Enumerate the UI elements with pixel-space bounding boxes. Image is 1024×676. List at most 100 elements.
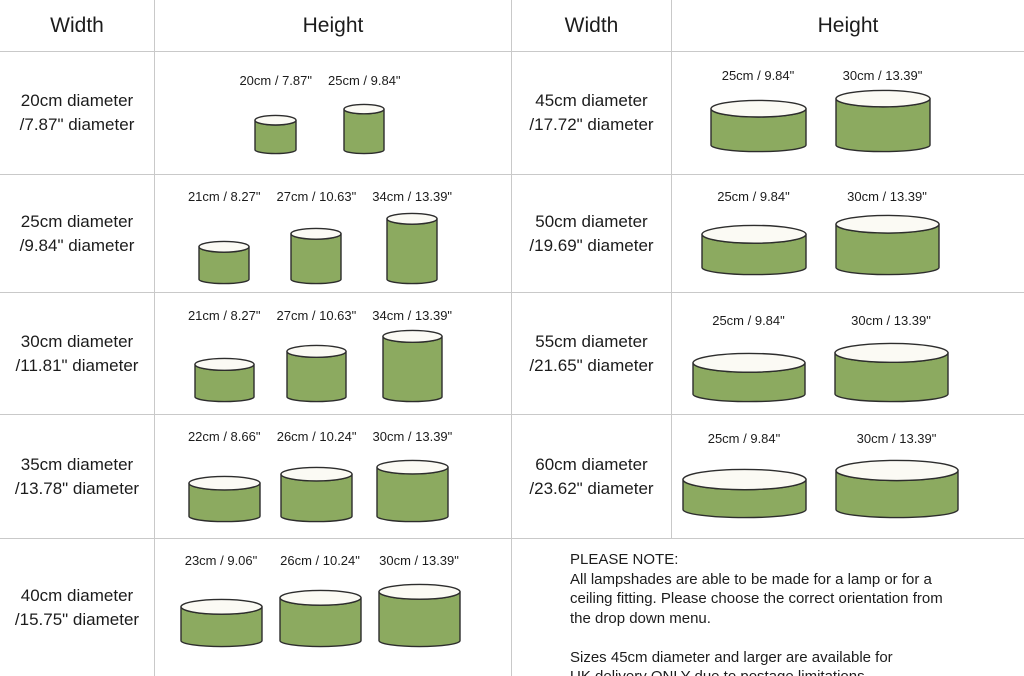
shade-height-label: 25cm / 9.84": [328, 73, 401, 88]
shade-height-label: 21cm / 8.27": [187, 189, 261, 204]
shade-figure: 26cm / 10.24": [277, 429, 357, 523]
shade-figure: 25cm / 9.84": [328, 73, 401, 155]
shade-height-label: 34cm / 13.39": [372, 189, 453, 204]
width-label: 20cm diameter/7.87" diameter: [20, 89, 135, 137]
lampshade-drum-drawing: [386, 212, 438, 285]
lampshade-drum-drawing: [700, 224, 807, 276]
lampshade-drum-drawing: [833, 342, 949, 403]
shade-figure: 25cm / 9.84": [691, 313, 806, 403]
note-cell: PLEASE NOTE: All lampshades are able to b…: [512, 539, 1024, 676]
header-width-left-label: Width: [50, 13, 104, 37]
lampshade-drum-drawing: [198, 240, 250, 285]
note-text-line: [570, 628, 1004, 648]
shade-height-label: 30cm / 13.39": [851, 313, 931, 328]
height-cell-left-1: 21cm / 8.27" 27cm / 10.63" 34cm / 13.39": [155, 175, 512, 293]
shade-figure: 27cm / 10.63": [276, 189, 356, 285]
width-label-line: /13.78" diameter: [14, 478, 140, 498]
header-height-right: Height: [672, 0, 1024, 52]
note-title: PLEASE NOTE:: [570, 551, 679, 568]
width-label-line: /11.81" diameter: [15, 355, 139, 375]
width-label-line: /23.62" diameter: [529, 478, 654, 498]
shade-figure: 21cm / 8.27": [187, 308, 261, 403]
lampshade-drum-drawing: [709, 99, 807, 153]
lampshade-drum-drawing: [280, 466, 353, 523]
note-text-line: Sizes 45cm diameter and larger are avail…: [570, 648, 893, 666]
height-cell-left-2: 21cm / 8.27" 27cm / 10.63" 34cm / 13.39": [155, 293, 512, 415]
header-width-right: Width: [512, 0, 672, 52]
lampshade-drum-drawing: [377, 583, 461, 648]
height-cell-right-0: 25cm / 9.84" 30cm / 13.39": [672, 52, 1024, 175]
width-label-line: /9.84" diameter: [19, 235, 135, 255]
width-label-line: /19.69" diameter: [529, 235, 654, 255]
lampshade-drum-drawing: [286, 344, 347, 403]
lampshade-drum-drawing: [254, 114, 297, 155]
shade-figure: 34cm / 13.39": [372, 189, 452, 285]
shade-figure: 27cm / 10.63": [276, 308, 356, 403]
shade-height-label: 27cm / 10.63": [276, 308, 357, 323]
shade-height-label: 30cm / 13.39": [856, 431, 937, 446]
note-text-line: All lampshades are able to be made for a…: [570, 570, 932, 588]
shade-figure: 23cm / 9.06": [179, 553, 263, 648]
shade-height-label: 30cm / 13.39": [372, 429, 453, 444]
shade-height-label: 30cm / 13.39": [842, 68, 923, 83]
shade-height-label: 34cm / 13.39": [372, 308, 453, 323]
shade-height-label: 25cm / 9.84": [707, 431, 781, 446]
shade-figure: 22cm / 8.66": [188, 429, 261, 523]
shade-height-label: 21cm / 8.27": [187, 308, 261, 323]
width-label-line: 30cm diameter: [20, 331, 134, 351]
width-label-line: 35cm diameter: [20, 454, 134, 474]
lampshade-drum-drawing: [290, 227, 343, 285]
lampshade-drum-drawing: [834, 214, 940, 276]
height-cell-right-3: 25cm / 9.84" 30cm / 13.39": [672, 415, 1024, 539]
width-label-line: 25cm diameter: [20, 211, 134, 231]
shade-figure: 25cm / 9.84": [700, 189, 807, 276]
lampshade-drum-drawing: [834, 459, 959, 519]
shade-height-label: 26cm / 10.24": [280, 553, 360, 568]
width-label-line: /15.75" diameter: [14, 609, 140, 629]
shade-figure: 26cm / 10.24": [278, 553, 362, 648]
header-height-right-label: Height: [817, 13, 879, 37]
shade-figure: 30cm / 13.39": [833, 313, 949, 403]
width-cell-left-0: 20cm diameter/7.87" diameter: [0, 52, 155, 175]
lampshade-drum-drawing: [834, 89, 931, 153]
lampshade-drum-drawing: [278, 589, 362, 648]
shade-figure: 30cm / 13.39": [834, 431, 959, 519]
lampshade-drum-drawing: [188, 475, 261, 523]
width-label: 50cm diameter/19.69" diameter: [529, 210, 653, 258]
shade-height-label: 25cm / 9.84": [721, 68, 795, 83]
header-height-left-label: Height: [302, 13, 364, 37]
width-cell-right-2: 55cm diameter/21.65" diameter: [512, 293, 672, 415]
shade-height-label: 30cm / 13.39": [847, 189, 927, 204]
shade-height-label: 20cm / 7.87": [239, 73, 312, 88]
width-label-line: 40cm diameter: [20, 585, 134, 605]
shade-figure: 21cm / 8.27": [187, 189, 261, 285]
shade-figure: 30cm / 13.39": [377, 553, 461, 648]
lampshade-drum-drawing: [376, 459, 449, 523]
width-cell-right-0: 45cm diameter/17.72" diameter: [512, 52, 672, 175]
width-label-line: 50cm diameter: [535, 211, 648, 231]
lampshade-drum-drawing: [343, 103, 385, 155]
width-label: 25cm diameter/9.84" diameter: [20, 210, 135, 258]
width-label-line: 55cm diameter: [535, 331, 648, 351]
width-label-line: 60cm diameter: [535, 454, 648, 474]
width-label: 30cm diameter/11.81" diameter: [16, 330, 139, 378]
height-cell-left-4: 23cm / 9.06" 26cm / 10.24" 30cm / 13.39": [155, 539, 512, 676]
lampshade-drum-drawing: [381, 329, 443, 403]
shade-height-label: 25cm / 9.84": [712, 313, 785, 328]
width-label-line: /21.65" diameter: [529, 355, 654, 375]
shade-figure: 20cm / 7.87": [239, 73, 312, 155]
width-label: 60cm diameter/23.62" diameter: [529, 453, 653, 501]
width-label-line: /17.72" diameter: [529, 115, 654, 134]
width-label: 45cm diameter/17.72" diameter: [529, 89, 653, 137]
lampshade-drum-drawing: [691, 352, 806, 403]
height-cell-right-2: 25cm / 9.84" 30cm / 13.39": [672, 293, 1024, 415]
height-cell-left-3: 22cm / 8.66"26cm / 10.24" 30cm / 13.39": [155, 415, 512, 539]
note-text-line: UK delivery ONLY due to postage limitati…: [570, 667, 1004, 676]
shade-figure: 30cm / 13.39": [372, 429, 453, 523]
width-cell-left-2: 30cm diameter/11.81" diameter: [0, 293, 155, 415]
width-cell-left-4: 40cm diameter/15.75" diameter: [0, 539, 155, 676]
width-label-line: 20cm diameter: [20, 91, 134, 110]
width-label: 55cm diameter/21.65" diameter: [529, 330, 653, 378]
shade-figure: 30cm / 13.39": [834, 189, 940, 276]
